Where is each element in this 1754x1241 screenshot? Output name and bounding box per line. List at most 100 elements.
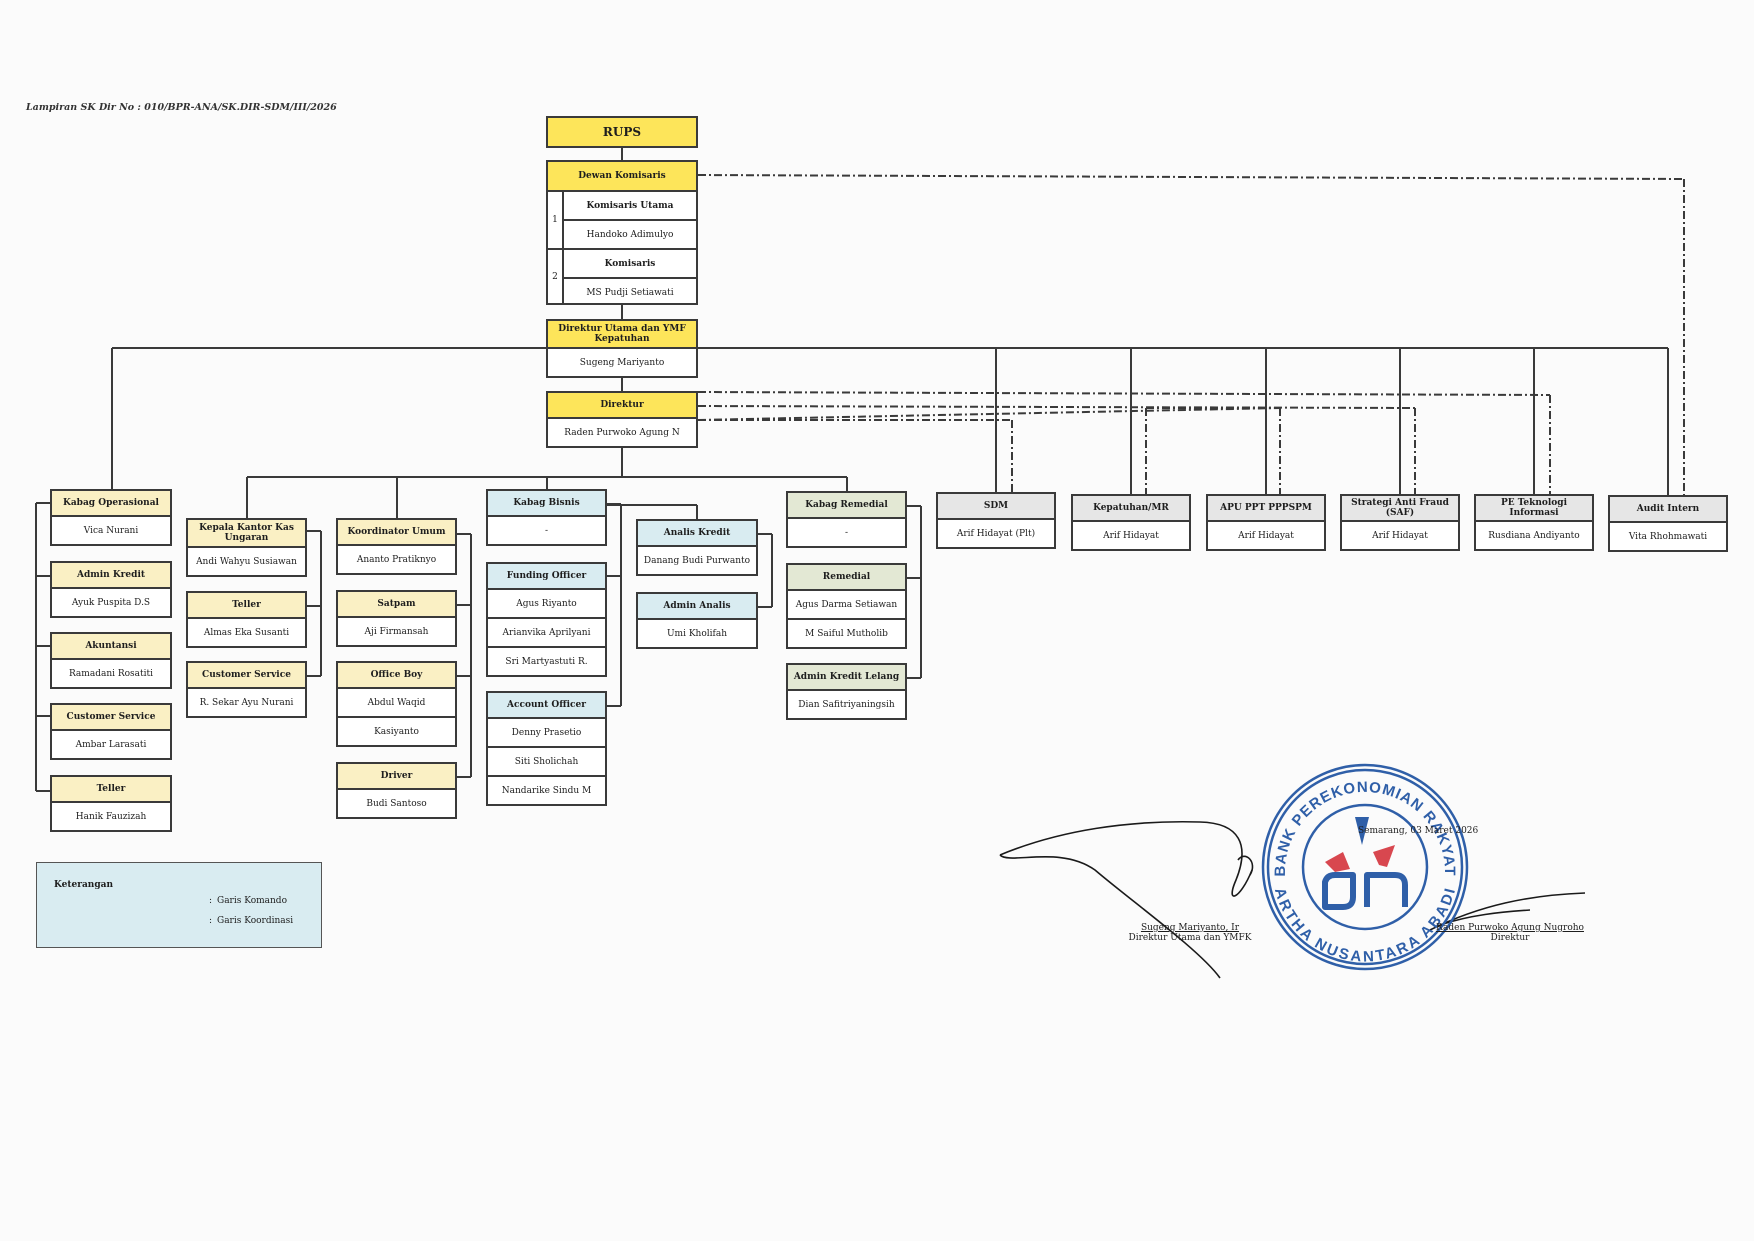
- dewan-komisaris-title: Dewan Komisaris: [548, 162, 696, 192]
- admin-kredit-box: Admin Kredit Ayuk Puspita D.S: [50, 561, 172, 618]
- box-title: Admin Analis: [638, 594, 756, 620]
- box-name: Ayuk Puspita D.S: [71, 597, 151, 608]
- box-title: Admin Kredit: [52, 563, 170, 589]
- sdm-box: SDM Arif Hidayat (Plt): [936, 492, 1056, 549]
- box-name: Rusdiana Andiyanto: [1488, 530, 1580, 541]
- dewan-komisaris-box: Dewan Komisaris 1 Komisaris Utama Handok…: [546, 160, 698, 305]
- account-officer-box: Account Officer Denny Prasetio Siti Shol…: [486, 691, 607, 806]
- reference-number: Lampiran SK Dir No : 010/BPR-ANA/SK.DIR-…: [26, 102, 337, 113]
- box-title: APU PPT PPPSPM: [1208, 496, 1324, 522]
- komisaris-name: MS Pudji Setiawati: [586, 287, 674, 298]
- driver-box: Driver Budi Santoso: [336, 762, 457, 819]
- box-name: Nandarike Sindu M: [488, 775, 605, 804]
- box-name: Vita Rhohmawati: [1628, 531, 1708, 542]
- box-name: Arif Hidayat: [1372, 530, 1428, 541]
- kepala-kantor-kas-box: Kepala Kantor Kas Ungaran Andi Wahyu Sus…: [186, 518, 307, 577]
- box-name: Siti Sholichah: [488, 746, 605, 775]
- satpam-box: Satpam Aji Firmansah: [336, 590, 457, 647]
- legend-title: Keterangan: [54, 880, 114, 890]
- box-title: Admin Kredit Lelang: [788, 665, 905, 691]
- office-boy-box: Office Boy Abdul Waqid Kasiyanto: [336, 661, 457, 747]
- box-title: Koordinator Umum: [338, 520, 455, 546]
- box-name: Almas Eka Susanti: [203, 627, 290, 638]
- box-title: Office Boy: [338, 663, 455, 689]
- apu-ppt-box: APU PPT PPPSPM Arif Hidayat: [1206, 494, 1326, 551]
- audit-intern-box: Audit Intern Vita Rhohmawati: [1608, 495, 1728, 552]
- signatory-role: Direktur: [1490, 933, 1530, 943]
- box-name: Andi Wahyu Susiawan: [196, 556, 297, 567]
- box-title: Remedial: [788, 565, 905, 591]
- komisaris-utama-role: Komisaris Utama: [564, 192, 696, 221]
- box-title: PE Teknologi Informasi: [1476, 496, 1592, 522]
- box-name: Vica Nurani: [83, 525, 139, 536]
- strategi-anti-fraud-box: Strategi Anti Fraud (SAF) Arif Hidayat: [1340, 494, 1460, 551]
- akuntansi-box: Akuntansi Ramadani Rosatiti: [50, 632, 172, 689]
- box-name: Ramadani Rosatiti: [68, 668, 154, 679]
- box-name: -: [544, 525, 549, 536]
- customer-service-box: Customer Service Ambar Larasati: [50, 703, 172, 760]
- box-title: Funding Officer: [488, 564, 605, 590]
- box-title: Analis Kredit: [638, 521, 756, 547]
- admin-kredit-lelang-box: Admin Kredit Lelang Dian Safitriyaningsi…: [786, 663, 907, 720]
- box-title: Kabag Bisnis: [488, 491, 605, 517]
- analis-kredit-box: Analis Kredit Danang Budi Purwanto: [636, 519, 758, 576]
- box-name: -: [844, 527, 849, 538]
- box-name: Kasiyanto: [338, 716, 455, 745]
- box-title: Kepala Kantor Kas Ungaran: [188, 520, 305, 548]
- signatory-role: Direktur Utama dan YMFK: [1128, 933, 1252, 943]
- kabag-remedial-box: Kabag Remedial -: [786, 491, 907, 548]
- row-number: 1: [548, 192, 564, 250]
- row-number: 2: [548, 250, 564, 303]
- box-name: Sugeng Mariyanto: [579, 357, 665, 368]
- remedial-box: Remedial Agus Darma Setiawan M Saiful Mu…: [786, 563, 907, 649]
- box-title: Customer Service: [188, 663, 305, 689]
- box-title: Strategi Anti Fraud (SAF): [1342, 496, 1458, 522]
- box-name: Sri Martyastuti R.: [488, 646, 605, 675]
- signatory-name: Sugeng Mariyanto, Ir: [1140, 923, 1240, 933]
- box-name: Ambar Larasati: [75, 739, 147, 750]
- box-name: Arif Hidayat: [1238, 530, 1294, 541]
- signature-right: Raden Purwoko Agung Nugroho Direktur: [1420, 923, 1600, 943]
- place-and-date: Semarang, 03 Maret 2026: [1358, 826, 1479, 836]
- box-title: Akuntansi: [52, 634, 170, 660]
- legend-koordinasi-label: Garis Koordinasi: [217, 916, 294, 926]
- box-name: Arif Hidayat (Plt): [956, 528, 1036, 539]
- box-name: Dian Safitriyaningsih: [798, 699, 895, 710]
- box-name: Arianvika Aprilyani: [488, 617, 605, 646]
- legend-colon: :: [209, 896, 213, 906]
- box-name: Raden Purwoko Agung N: [564, 427, 680, 438]
- box-title: Kabag Operasional: [52, 491, 170, 517]
- company-stamp-seal: BANK PEREKONOMIAN RAKYAT ARTHA NUSANTARA…: [1261, 763, 1469, 971]
- box-title: Account Officer: [488, 693, 605, 719]
- signature-left: Sugeng Mariyanto, Ir Direktur Utama dan …: [1110, 923, 1270, 943]
- box-name: Danang Budi Purwanto: [643, 555, 751, 566]
- box-name: Agus Darma Setiawan: [795, 599, 898, 610]
- box-title: Audit Intern: [1610, 497, 1726, 523]
- rups-box: RUPS: [546, 116, 698, 148]
- box-name: Abdul Waqid: [367, 697, 426, 708]
- box-name: Arif Hidayat: [1103, 530, 1159, 541]
- box-title: SDM: [938, 494, 1054, 520]
- direktur-box: Direktur Raden Purwoko Agung N: [546, 391, 698, 448]
- box-name: Agus Riyanto: [516, 598, 577, 609]
- box-title: Customer Service: [52, 705, 170, 731]
- kabag-operasional-box: Kabag Operasional Vica Nurani: [50, 489, 172, 546]
- box-name: Denny Prasetio: [511, 727, 582, 738]
- koordinator-umum-box: Koordinator Umum Ananto Pratiknyo: [336, 518, 457, 575]
- box-title: Direktur: [548, 393, 696, 419]
- teller-box: Teller Hanik Fauzizah: [50, 775, 172, 832]
- komisaris-utama-name: Handoko Adimulyo: [564, 221, 696, 250]
- pe-teknologi-informasi-box: PE Teknologi Informasi Rusdiana Andiyant…: [1474, 494, 1594, 551]
- box-name: Umi Kholifah: [666, 628, 728, 639]
- box-name: Aji Firmansah: [364, 626, 429, 637]
- legend-komando-label: Garis Komando: [217, 896, 287, 906]
- teller-kas-box: Teller Almas Eka Susanti: [186, 591, 307, 648]
- box-name: Hanik Fauzizah: [75, 811, 147, 822]
- legend-colon: :: [209, 916, 213, 926]
- box-name: R. Sekar Ayu Nurani: [199, 697, 294, 708]
- admin-analis-box: Admin Analis Umi Kholifah: [636, 592, 758, 649]
- legend: Keterangan : Garis Komando : Garis Koord…: [36, 862, 322, 948]
- box-name: Budi Santoso: [366, 798, 427, 809]
- box-title: Teller: [188, 593, 305, 619]
